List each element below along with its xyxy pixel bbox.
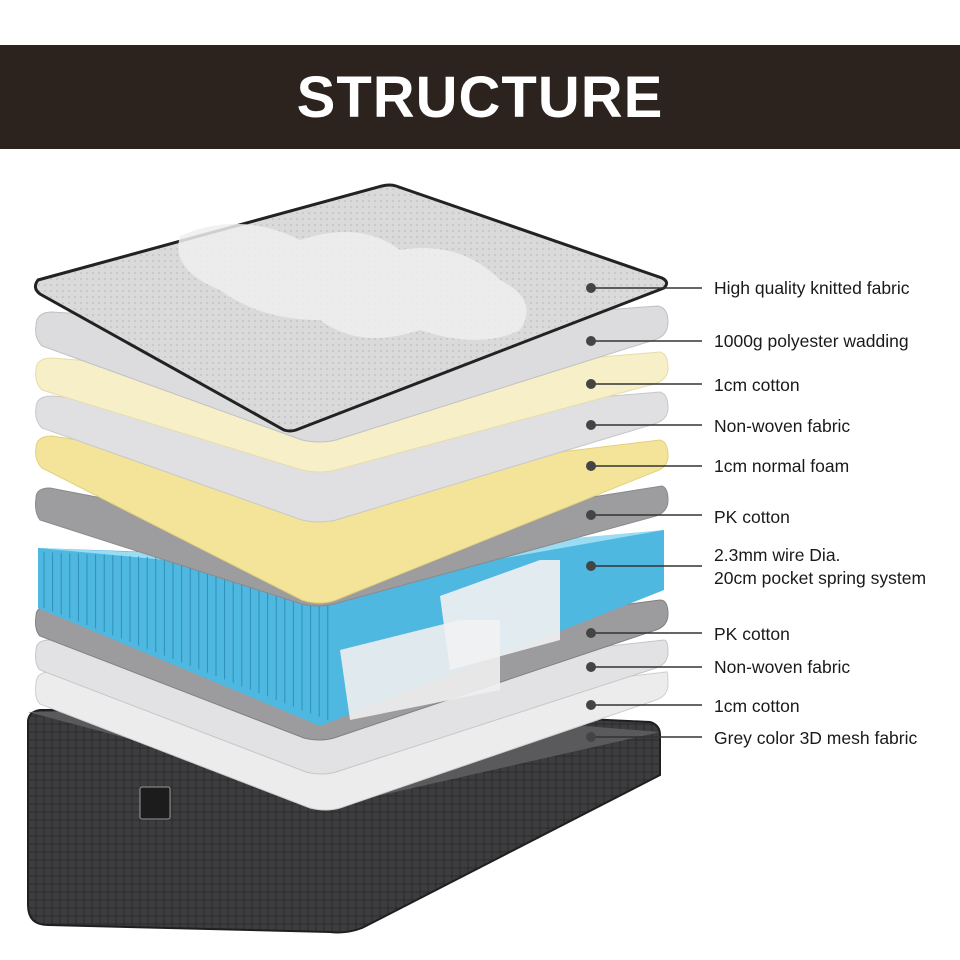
label-cotton-bottom: 1cm cotton	[714, 696, 800, 716]
header-banner: STRUCTURE	[0, 45, 960, 149]
leader-dot-normal-foam	[586, 461, 596, 471]
damask-pattern	[178, 223, 527, 340]
layer-knitted-fabric	[33, 183, 669, 433]
leader-dot-non-woven-top	[586, 420, 596, 430]
leader-dot-pk-cotton-top	[586, 510, 596, 520]
label-mesh-fabric: Grey color 3D mesh fabric	[714, 728, 918, 748]
page-title: STRUCTURE	[296, 64, 664, 130]
leader-dot-non-woven-bottom	[586, 662, 596, 672]
leader-dot-pocket-spring	[586, 561, 596, 571]
leader-dot-mesh-fabric	[586, 732, 596, 742]
label-pk-cotton-bottom: PK cotton	[714, 624, 790, 644]
label-pk-cotton-top: PK cotton	[714, 507, 790, 527]
leader-dot-knitted-fabric	[586, 283, 596, 293]
label-pocket-spring-line2: 20cm pocket spring system	[714, 568, 927, 588]
layer-pocket-spring	[38, 530, 664, 726]
leader-dot-polyester-wadding	[586, 336, 596, 346]
brand-tag	[139, 786, 171, 820]
label-polyester-wadding: 1000g polyester wadding	[714, 331, 909, 351]
label-knitted-fabric: High quality knitted fabric	[714, 278, 910, 298]
label-cotton-top: 1cm cotton	[714, 375, 800, 395]
label-non-woven-top: Non-woven fabric	[714, 416, 851, 436]
label-pocket-spring-line1: 2.3mm wire Dia.	[714, 545, 841, 565]
leader-lines	[586, 283, 702, 742]
label-non-woven-bottom: Non-woven fabric	[714, 657, 851, 677]
label-normal-foam: 1cm normal foam	[714, 456, 850, 476]
leader-dot-cotton-bottom	[586, 700, 596, 710]
leader-dot-cotton-top	[586, 379, 596, 389]
leader-dot-pk-cotton-bottom	[586, 628, 596, 638]
